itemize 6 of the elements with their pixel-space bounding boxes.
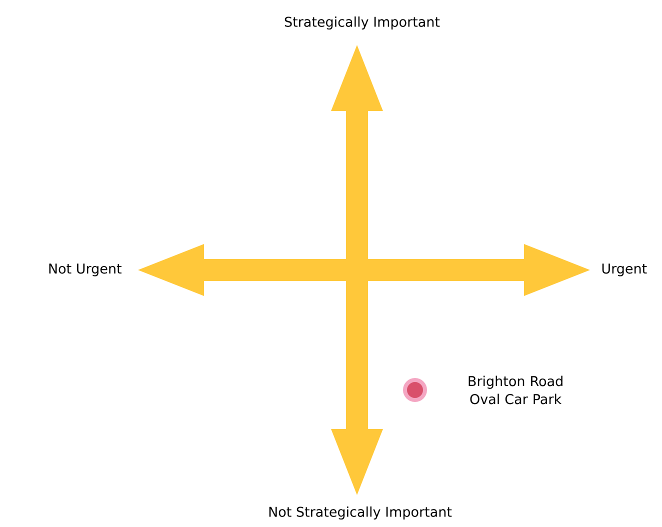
axis-label: Not Strategically Important (269, 506, 452, 520)
axis-label: Strategically Important (284, 16, 440, 30)
axis-label: Not Urgent (49, 264, 122, 276)
point-label: Brighton Road Oval Car Park (468, 376, 562, 404)
point-marker (403, 378, 427, 402)
axis-label: Urgent (602, 264, 647, 276)
